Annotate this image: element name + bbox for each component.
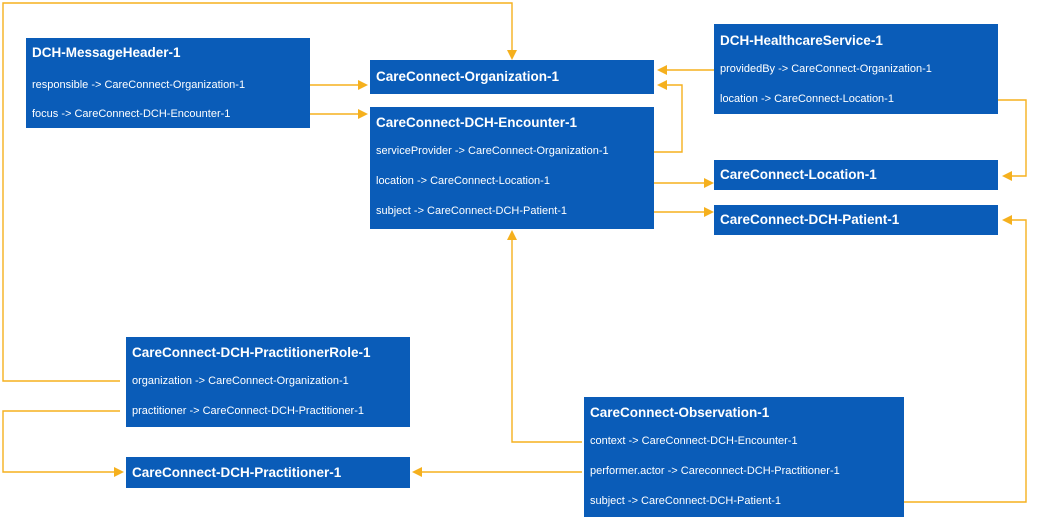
observation-box[interactable]: CareConnect-Observation-1 context -> Car… — [584, 397, 904, 517]
connector-observation-subject — [862, 219, 1027, 503]
practitionerrole-title: CareConnect-DCH-PractitionerRole-1 — [132, 345, 371, 360]
arrowhead — [507, 50, 517, 60]
observation-ref-context: context -> CareConnect-DCH-Encounter-1 — [590, 435, 798, 447]
messageheader-ref-focus: focus -> CareConnect-DCH-Encounter-1 — [32, 108, 231, 120]
location-box[interactable]: CareConnect-Location-1 — [714, 160, 998, 190]
healthcareservice-title: DCH-HealthcareService-1 — [720, 33, 883, 48]
arrowhead — [1002, 215, 1012, 225]
patient-title: CareConnect-DCH-Patient-1 — [720, 212, 900, 227]
encounter-box[interactable]: CareConnect-DCH-Encounter-1 serviceProvi… — [370, 107, 654, 229]
arrowhead — [507, 230, 517, 240]
arrowhead — [1002, 171, 1012, 181]
observation-ref-performer: performer.actor -> Careconnect-DCH-Pract… — [590, 465, 840, 477]
observation-title: CareConnect-Observation-1 — [590, 405, 770, 420]
encounter-ref-location: location -> CareConnect-Location-1 — [376, 175, 550, 187]
arrowhead — [114, 467, 124, 477]
connector-observation-context — [511, 240, 582, 443]
location-title: CareConnect-Location-1 — [720, 167, 877, 182]
practitioner-title: CareConnect-DCH-Practitioner-1 — [132, 465, 342, 480]
encounter-ref-serviceprovider: serviceProvider -> CareConnect-Organizat… — [376, 145, 609, 157]
arrowhead — [412, 467, 422, 477]
practitionerrole-ref-practitioner: practitioner -> CareConnect-DCH-Practiti… — [132, 405, 364, 417]
observation-ref-subject: subject -> CareConnect-DCH-Patient-1 — [590, 495, 782, 507]
connector-practitionerrole-organization — [2, 2, 513, 382]
arrowhead — [358, 109, 368, 119]
messageheader-box[interactable]: DCH-MessageHeader-1 responsible -> CareC… — [26, 38, 310, 128]
arrowhead — [657, 65, 667, 75]
practitionerrole-box[interactable]: CareConnect-DCH-PractitionerRole-1 organ… — [126, 337, 410, 427]
arrowhead — [704, 207, 714, 217]
encounter-ref-subject: subject -> CareConnect-DCH-Patient-1 — [376, 205, 568, 217]
healthcareservice-box[interactable]: DCH-HealthcareService-1 providedBy -> Ca… — [714, 24, 998, 114]
connector-practitionerrole-practitioner — [2, 410, 120, 473]
messageheader-ref-responsible: responsible -> CareConnect-Organization-… — [32, 79, 246, 91]
arrowhead — [358, 80, 368, 90]
practitionerrole-ref-organization: organization -> CareConnect-Organization… — [132, 375, 349, 387]
organization-box[interactable]: CareConnect-Organization-1 — [370, 60, 654, 94]
practitioner-box[interactable]: CareConnect-DCH-Practitioner-1 — [126, 457, 410, 488]
patient-box[interactable]: CareConnect-DCH-Patient-1 — [714, 205, 998, 235]
arrowhead — [704, 178, 714, 188]
encounter-title: CareConnect-DCH-Encounter-1 — [376, 115, 578, 130]
healthcareservice-ref-providedby: providedBy -> CareConnect-Organization-1 — [720, 63, 932, 75]
messageheader-title: DCH-MessageHeader-1 — [32, 45, 181, 60]
arrowhead — [657, 80, 667, 90]
organization-title: CareConnect-Organization-1 — [376, 69, 560, 84]
healthcareservice-ref-location: location -> CareConnect-Location-1 — [720, 93, 894, 105]
